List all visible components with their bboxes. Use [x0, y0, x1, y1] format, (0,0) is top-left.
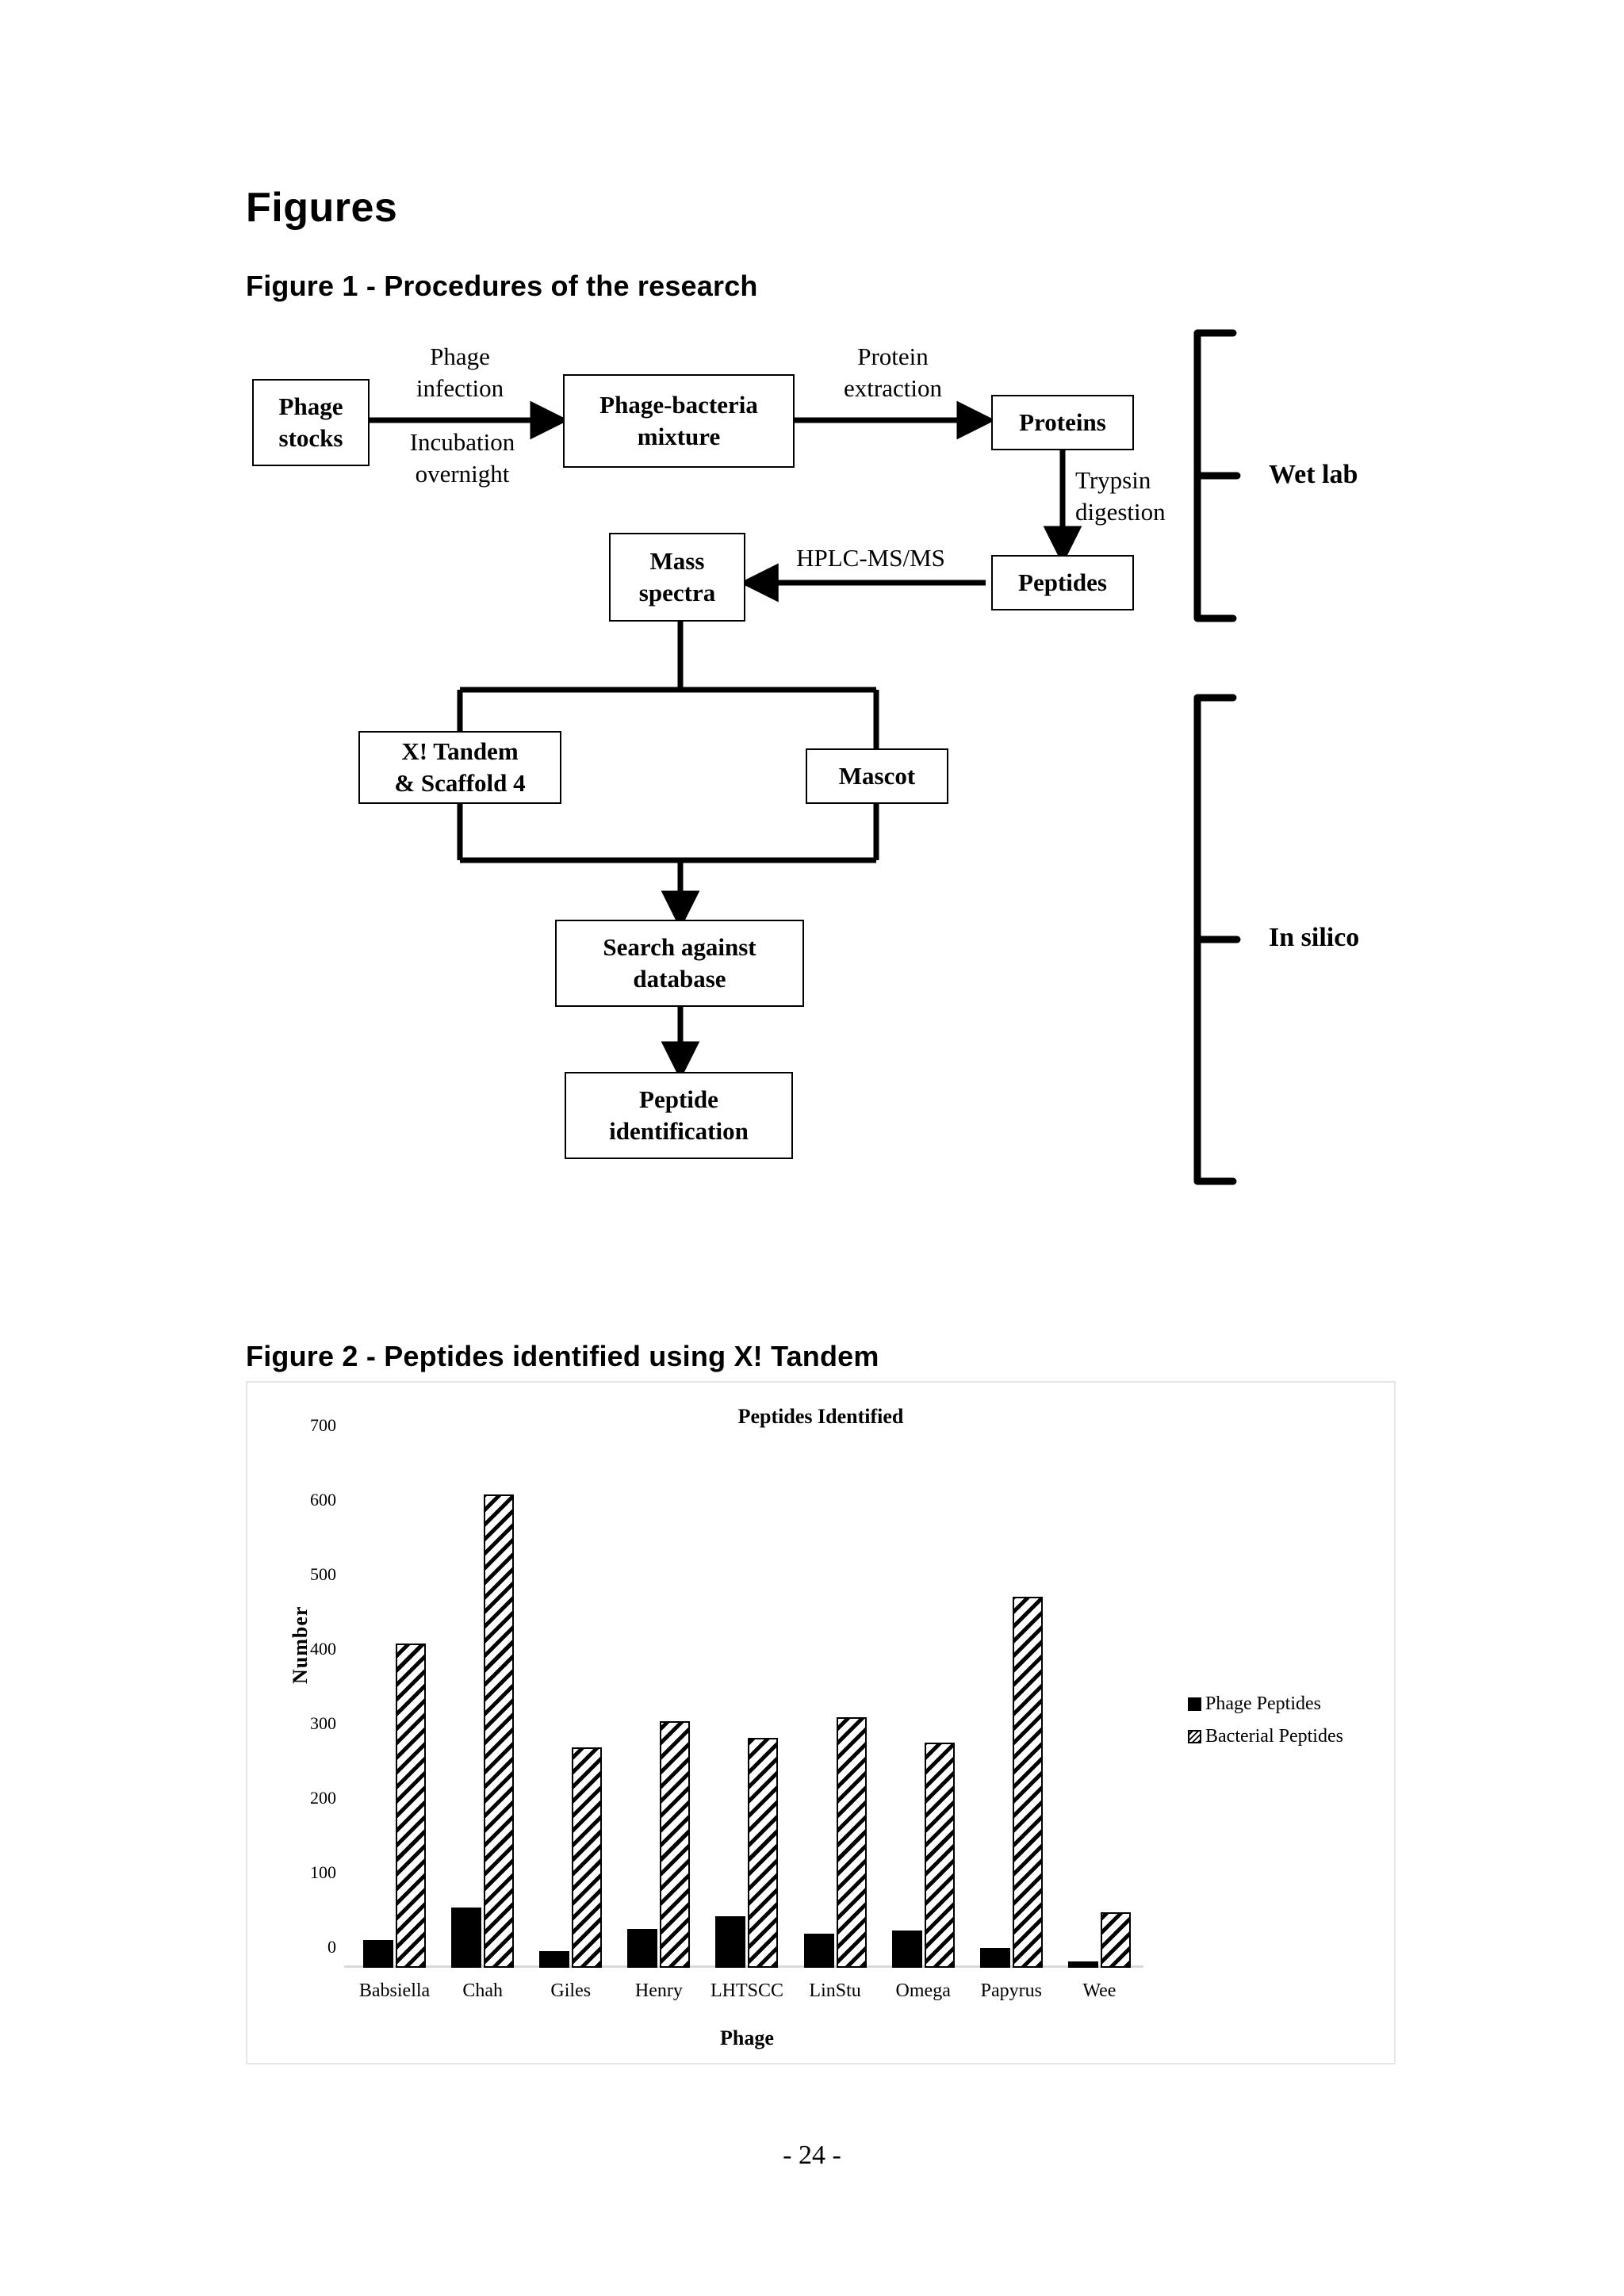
chart-legend-item[interactable]: Bacterial Peptides	[1188, 1726, 1343, 1747]
chart-x-tick: Wee	[1082, 1980, 1116, 2001]
flow-node-mascot[interactable]: Mascot	[806, 748, 948, 804]
chart-x-tick: Babsiella	[358, 1980, 431, 2001]
chart-category-group: LHTSCC	[703, 1446, 791, 2001]
chart-bar[interactable]	[891, 1931, 922, 1968]
chart-legend-swatch-icon	[1188, 1697, 1201, 1711]
chart-legend-label: Bacterial Peptides	[1205, 1726, 1343, 1747]
chart-y-tick: 400	[310, 1639, 336, 1659]
chart-category-group: Omega	[879, 1446, 967, 2001]
chart-bar[interactable]	[660, 1720, 691, 1968]
chart-y-tick: 300	[310, 1713, 336, 1733]
chart-category-group: Wee	[1055, 1446, 1143, 2001]
chart-category-group: Papyrus	[967, 1446, 1055, 2001]
chart-y-tick: 200	[310, 1788, 336, 1808]
chart-bar[interactable]	[627, 1929, 658, 1968]
chart-y-tick: 500	[310, 1564, 336, 1584]
chart-x-tick: LinStu	[809, 1980, 861, 2001]
chart-x-tick: Papyrus	[980, 1980, 1042, 2001]
chart-bar[interactable]	[979, 1947, 1010, 1968]
figure-1-caption: Figure 1 - Procedures of the research	[246, 270, 758, 302]
chart-bar[interactable]	[1100, 1912, 1131, 1968]
chart-x-tick: LHTSCC	[710, 1980, 783, 2001]
chart-category-group: Henry	[615, 1446, 703, 2001]
chart-title: Peptides Identified	[737, 1405, 904, 1428]
chart-category-group: LinStu	[791, 1446, 879, 2001]
bracket-label-wet-lab: Wet lab	[1269, 460, 1358, 489]
chart-plot-area: 0 100 200 300 400 500 600 700 Babsiella Chah Gile…	[310, 1415, 1143, 2001]
page-title: Figures	[246, 185, 398, 231]
chart-x-tick: Henry	[634, 1980, 683, 2001]
chart-bar[interactable]	[1067, 1961, 1098, 1968]
chart-legend-item[interactable]: Phage Peptides	[1188, 1693, 1343, 1715]
chart-category-group: Giles	[527, 1446, 615, 2001]
chart-bar[interactable]	[363, 1940, 394, 1968]
chart-bar[interactable]	[539, 1951, 570, 1968]
chart-bar[interactable]	[1012, 1596, 1043, 1968]
chart-bar[interactable]	[484, 1494, 515, 1968]
chart-bar[interactable]	[836, 1717, 867, 1968]
chart-y-axis-label: Number	[289, 1605, 312, 1684]
chart-category-group: Babsiella	[350, 1446, 439, 2001]
chart-bar[interactable]	[451, 1907, 482, 1968]
bracket-label-in-silico: In silico	[1269, 923, 1360, 952]
figure-2-chart: Peptides Identified Number 0 100 200 300 400…	[246, 1381, 1396, 2064]
chart-x-tick: Omega	[895, 1980, 951, 2001]
chart-bar[interactable]	[924, 1743, 955, 1968]
figure-1-flowchart	[370, 329, 1241, 1185]
chart-bar[interactable]	[572, 1747, 603, 1968]
chart-x-tick: Giles	[550, 1980, 592, 2001]
chart-x-tick: Chah	[462, 1980, 503, 2001]
chart-bar[interactable]	[396, 1644, 427, 1968]
figure-2-caption: Figure 2 - Peptides identified using X! …	[246, 1340, 879, 1372]
flow-node-xtandem-scaffold[interactable]: X! Tandem& Scaffold 4	[358, 731, 561, 804]
chart-x-axis-label: Phage	[720, 2026, 774, 2049]
page-number: - 24 -	[783, 2141, 841, 2170]
chart-category-group: Chah	[439, 1446, 527, 2001]
chart-legend-swatch-icon	[1188, 1730, 1201, 1743]
flow-node-peptides[interactable]: Peptides	[991, 555, 1134, 610]
chart-y-tick: 0	[327, 1937, 336, 1957]
flow-label-hplc-ms-ms: HPLC-MS/MS	[796, 544, 945, 572]
chart-bar[interactable]	[715, 1916, 746, 1968]
chart-bar-groups: Babsiella Chah Giles Henry LHTSCC LinStu Omega…	[350, 1446, 1143, 2001]
chart-y-tick: 700	[310, 1415, 336, 1435]
chart-y-tick: 600	[310, 1490, 336, 1510]
chart-bar[interactable]	[803, 1933, 834, 1968]
chart-legend-label: Phage Peptides	[1205, 1693, 1321, 1714]
chart-bar[interactable]	[748, 1737, 779, 1968]
chart-y-tick: 100	[310, 1862, 336, 1882]
flow-node-proteins[interactable]: Proteins	[991, 395, 1134, 450]
